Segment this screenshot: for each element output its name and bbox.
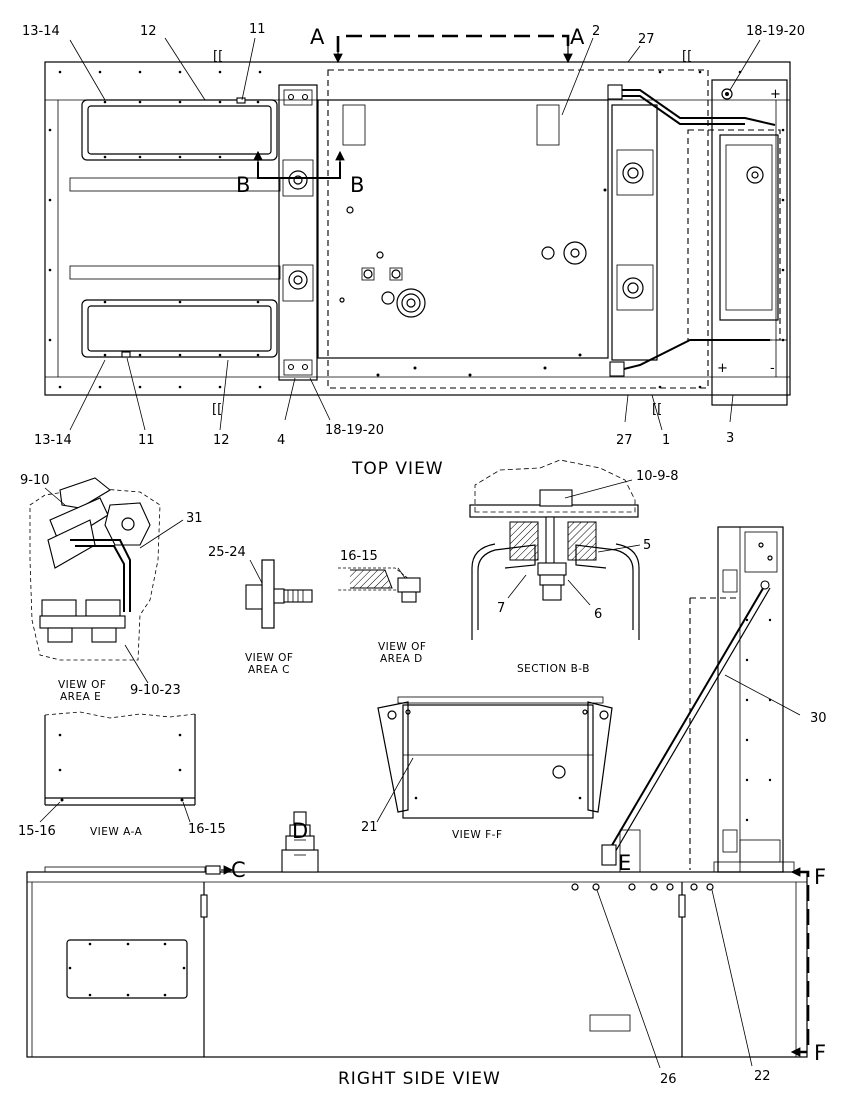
caption-area-d-line2: AREA D	[380, 653, 423, 665]
housing-bolts	[571, 883, 714, 891]
callout-11-top: 11	[249, 22, 266, 37]
callout-ff-21: 21	[361, 820, 378, 835]
caption-area-d-line1: VIEW OF	[378, 641, 426, 653]
section-b-b: 10-9-8 5 7 6 SECTION B-B	[469, 459, 678, 675]
marker-c: C	[231, 858, 246, 882]
callout-d-16-15: 16-15	[340, 549, 378, 564]
section-a-a-line	[336, 34, 570, 52]
caption-section-bb: SECTION B-B	[517, 663, 590, 675]
callout-sv-22: 22	[754, 1069, 771, 1084]
callout-11-bottom: 11	[138, 433, 155, 448]
housing-side-outline	[26, 871, 808, 1058]
marker-b-right: B	[350, 173, 364, 197]
callout-3: 3	[726, 431, 734, 446]
callout-aa-15-16: 15-16	[18, 824, 56, 839]
caption-area-c-line2: AREA C	[248, 664, 290, 676]
marker-e: E	[618, 851, 631, 875]
access-door-panel	[66, 939, 188, 999]
marker-f-bottom: F	[814, 1041, 826, 1065]
callout-bb-10-9-8: 10-9-8	[636, 469, 678, 484]
section-f-f-line	[797, 870, 810, 1054]
battery-cable-lower	[619, 339, 770, 371]
fitting-area-d	[281, 811, 319, 873]
battery-cable-upper	[620, 89, 776, 126]
section-b-b-line	[257, 162, 341, 179]
marker-a-right: A	[570, 25, 585, 49]
callout-2: 2	[592, 24, 600, 39]
terminal-minus-bottom: -	[770, 361, 775, 376]
callout-aa-16-15: 16-15	[188, 822, 226, 837]
svg-text:[[: [[	[213, 49, 223, 64]
callout-18-19-20-top: 18-19-20	[746, 24, 805, 39]
view-f-f: 21 VIEW F-F	[361, 696, 613, 841]
central-plate-outline	[327, 69, 709, 389]
caption-area-e-line2: AREA E	[60, 691, 101, 703]
callout-27-top: 27	[638, 32, 655, 47]
title-right-side-view: RIGHT SIDE VIEW	[338, 1069, 501, 1089]
top-view-frame	[44, 61, 791, 396]
callout-bb-6: 6	[594, 607, 602, 622]
callout-bb-7: 7	[497, 601, 505, 616]
marker-d: D	[292, 819, 308, 843]
svg-text:[[: [[	[652, 402, 662, 417]
top-view: [[ [[ [[ [[ + + - A A B B 13-14 12 11 2 …	[22, 22, 805, 479]
callout-18-19-20-bottom: 18-19-20	[325, 423, 384, 438]
caption-view-ff: VIEW F-F	[452, 829, 503, 841]
battery-box	[687, 79, 788, 406]
inspection-cover-upper	[81, 97, 278, 161]
caption-view-aa: VIEW A-A	[90, 826, 143, 838]
callout-27-bottom: 27	[616, 433, 633, 448]
central-plate-fittings	[339, 188, 607, 377]
svg-text:[[: [[	[682, 49, 692, 64]
callout-e-9-10: 9-10	[20, 473, 50, 488]
callout-sv-26: 26	[660, 1072, 677, 1087]
inspection-cover-lower	[81, 299, 278, 358]
battery-upright	[713, 526, 795, 873]
mount-beam-right	[611, 104, 658, 361]
callout-12-bottom: 12	[213, 433, 230, 448]
marker-a-left: A	[310, 25, 325, 49]
marker-b-left: B	[236, 173, 250, 197]
callout-13-14-top: 13-14	[22, 24, 60, 39]
callout-e-9-10-23: 9-10-23	[130, 683, 181, 698]
title-top-view: TOP VIEW	[351, 459, 444, 479]
mount-beam-left	[278, 84, 318, 381]
callout-sv-30: 30	[810, 711, 827, 726]
caption-area-e-line1: VIEW OF	[58, 679, 106, 691]
view-area-c: 25-24 VIEW OF AREA C	[208, 545, 313, 676]
callout-4: 4	[277, 433, 285, 448]
callout-12-top: 12	[140, 24, 157, 39]
callout-1: 1	[662, 433, 670, 448]
callout-c-25-24: 25-24	[208, 545, 246, 560]
terminal-plus-top: +	[770, 87, 781, 102]
view-area-d: 16-15 VIEW OF AREA D	[338, 549, 426, 665]
callout-bb-5: 5	[643, 538, 651, 553]
callout-13-14-bottom: 13-14	[34, 433, 72, 448]
caption-area-c-line1: VIEW OF	[245, 652, 293, 664]
marker-f-top: F	[814, 865, 826, 889]
view-a-a: 15-16 16-15 VIEW A-A	[18, 711, 226, 839]
callout-e-31: 31	[186, 511, 203, 526]
right-side-view: C D E F F 30 26 22 RIGHT SIDE VIEW	[26, 526, 827, 1089]
brace-rod	[607, 584, 766, 853]
view-area-e: 9-10 31 9-10-23 VIEW OF AREA E	[20, 473, 203, 703]
terminal-plus-bottom: +	[717, 361, 728, 376]
svg-text:[[: [[	[212, 402, 222, 417]
